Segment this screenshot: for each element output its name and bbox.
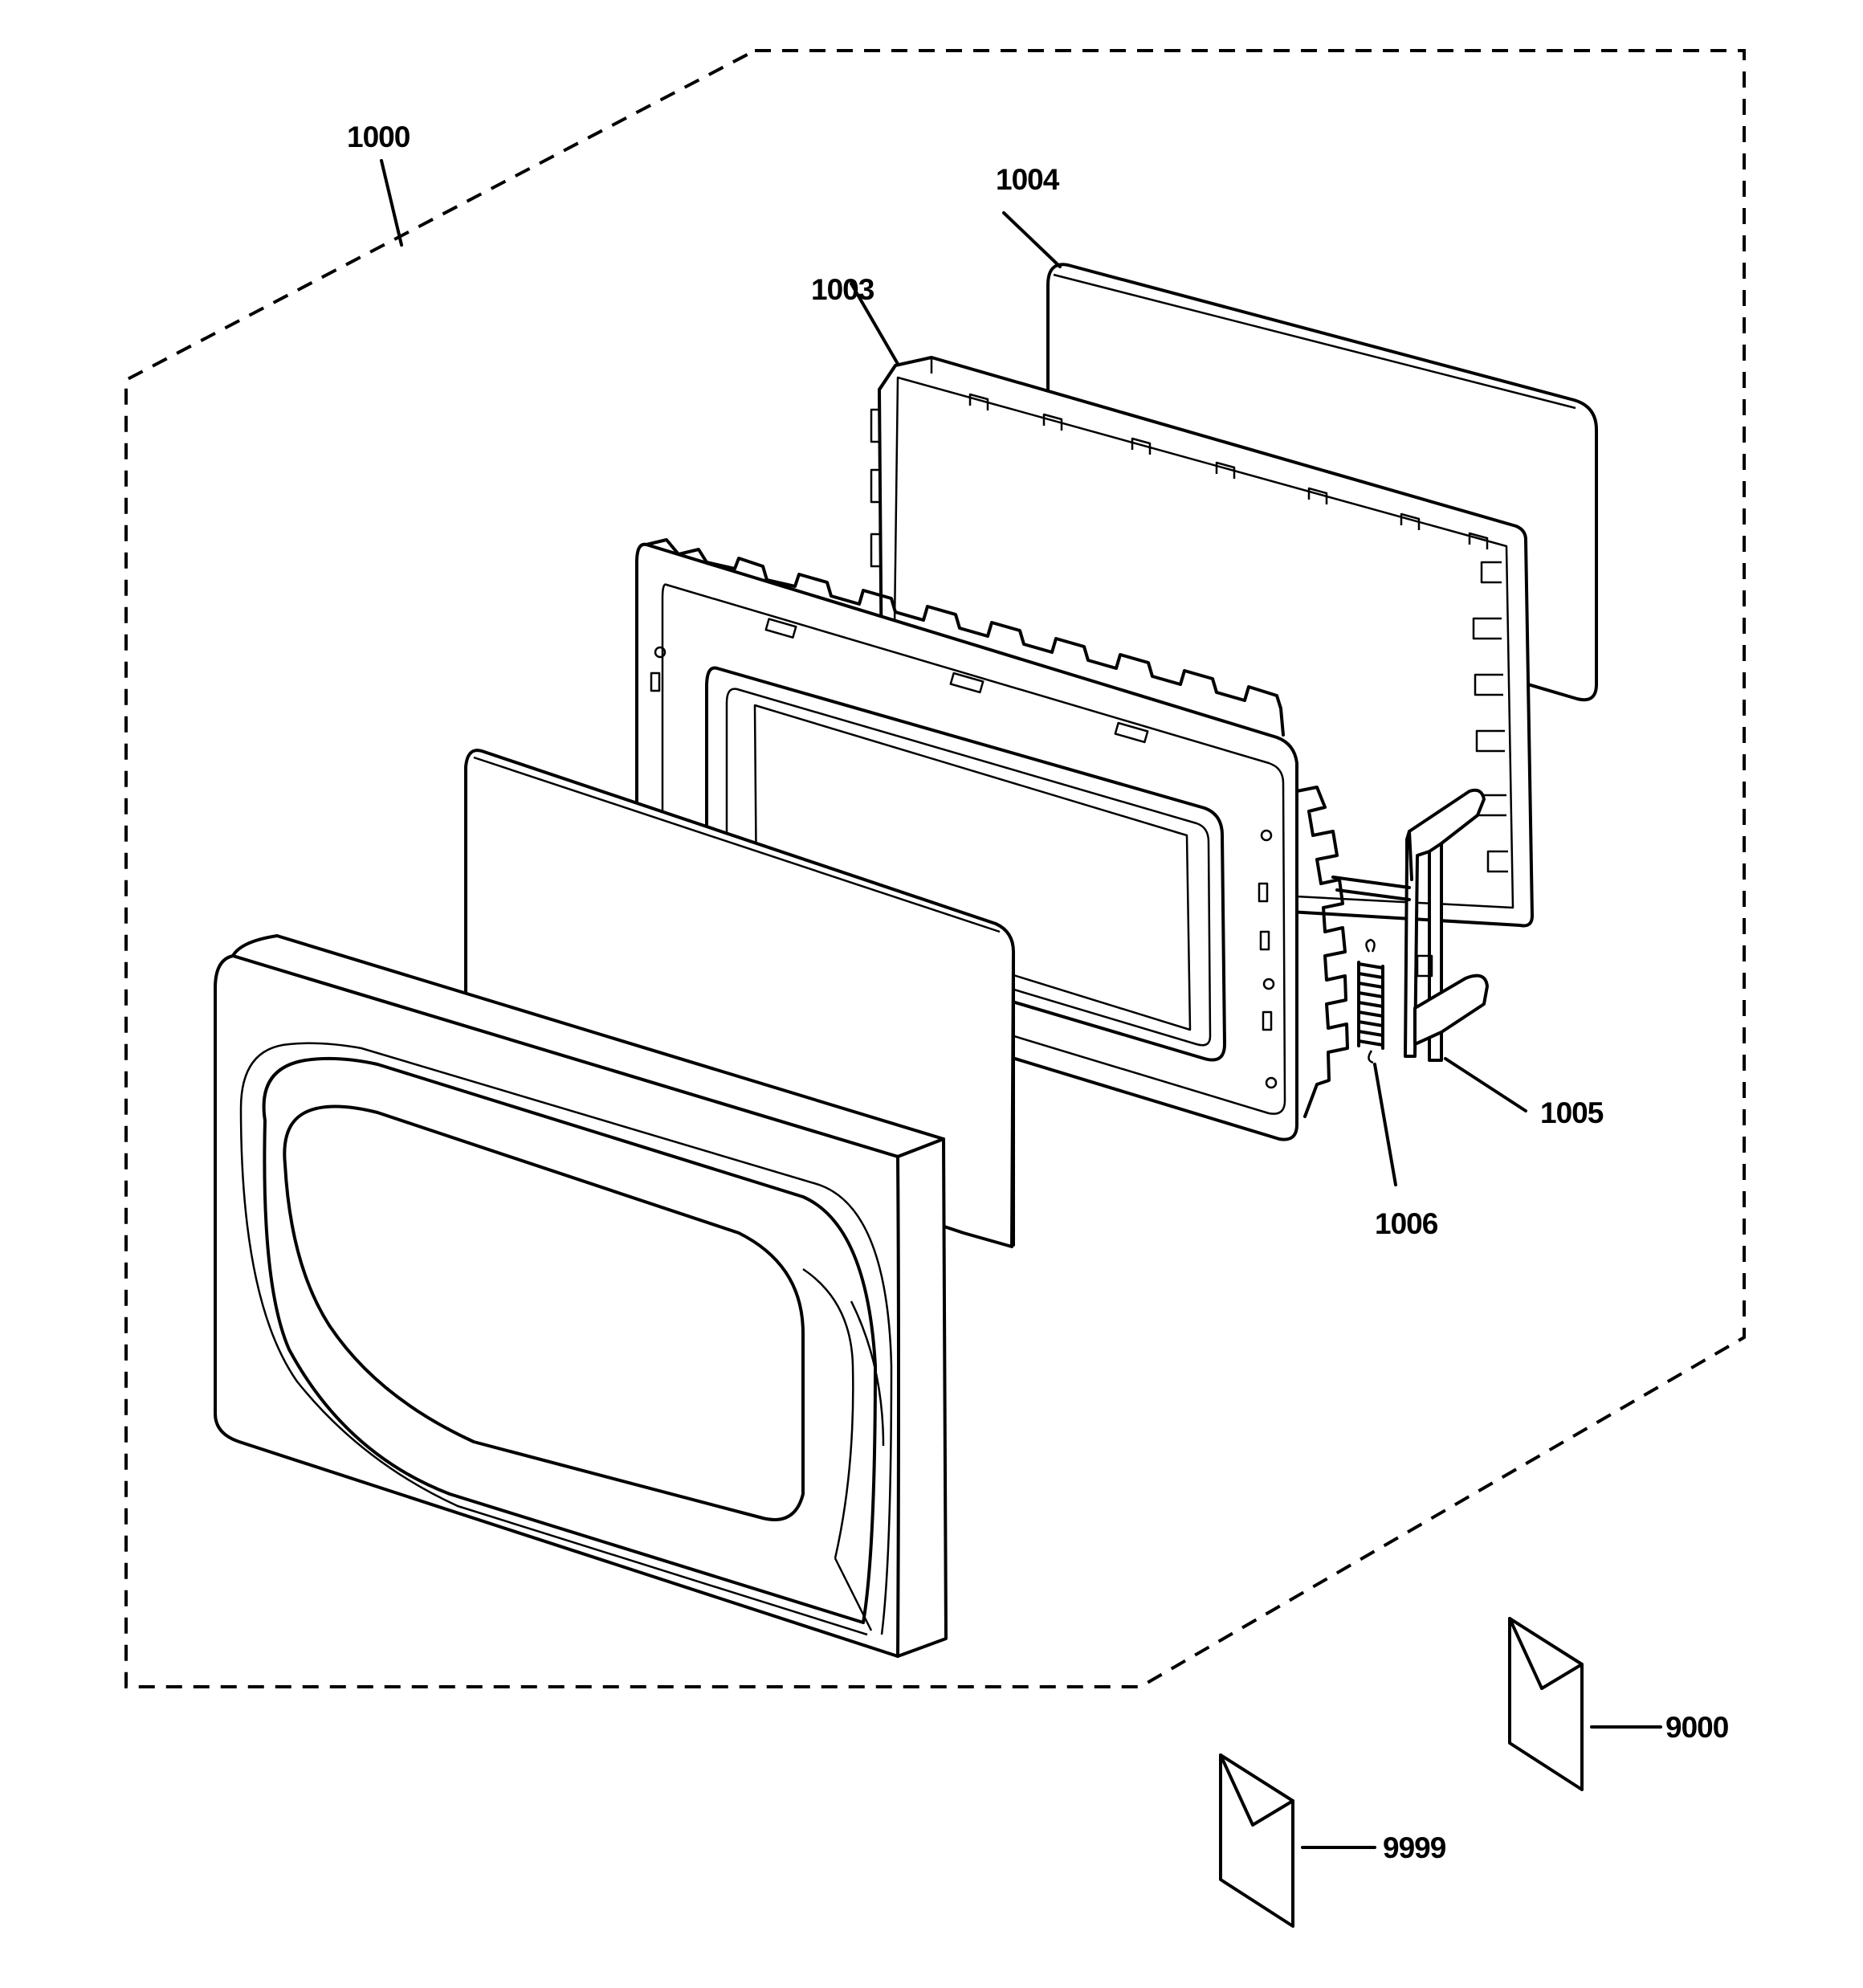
label-1005: 1005 (1540, 1096, 1604, 1129)
part-1006-spring (1357, 938, 1384, 1064)
label-1006: 1006 (1375, 1207, 1438, 1240)
label-1000: 1000 (347, 120, 410, 153)
part-9000-literature (1508, 1617, 1584, 1791)
part-1005-latch (1331, 788, 1489, 1062)
assembly-boundary (124, 49, 1746, 1688)
leader-lines (380, 159, 1662, 1849)
door-front-shell (214, 934, 948, 1658)
label-9000: 9000 (1665, 1711, 1729, 1744)
label-1004: 1004 (996, 163, 1060, 196)
label-1003: 1003 (811, 273, 874, 306)
label-9999: 9999 (1383, 1831, 1446, 1864)
part-9999-instructions (1219, 1753, 1294, 1928)
